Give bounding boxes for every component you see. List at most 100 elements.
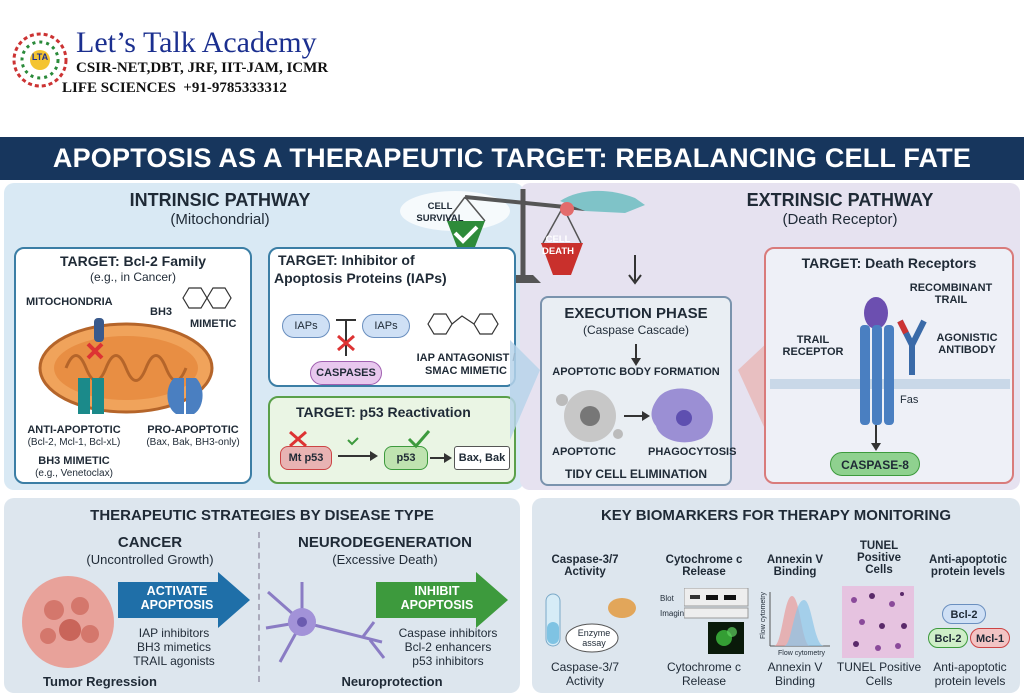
inhibition-icon xyxy=(336,319,356,356)
cancer-item: IAP inhibitors xyxy=(138,626,210,640)
cell-death-label: CELL DEATH xyxy=(541,234,575,257)
bcl2-pill: Bcl-2 xyxy=(942,604,986,624)
bax-bak-box: Bax, Bak xyxy=(454,446,510,470)
biomarker-head: TUNEL Positive Cells xyxy=(856,540,902,576)
divider xyxy=(258,532,260,682)
cancer-subtitle: (Uncontrolled Growth) xyxy=(86,552,214,567)
receptor-icon xyxy=(770,297,1010,451)
biomarker-head: Anti-apoptotic protein levels xyxy=(929,554,1007,578)
intrinsic-subtitle: (Mitochondrial) xyxy=(170,211,270,228)
biomarkers-title: KEY BIOMARKERS FOR THERAPY MONITORING xyxy=(600,507,952,524)
p53-title: TARGET: p53 Reactivation xyxy=(296,404,471,420)
bh3-mimetic-example: (e.g., Venetoclax) xyxy=(35,468,113,479)
caspases-pill: CASPASES xyxy=(310,361,382,385)
biomarker-foot: Anti-apoptotic protein levels xyxy=(933,660,1007,688)
inhibit-arrow-icon xyxy=(376,572,508,628)
neuro-title: NEURODEGENERATION xyxy=(298,534,472,551)
page-title: APOPTOSIS AS A THERAPEUTIC TARGET: REBAL… xyxy=(0,137,1024,180)
bh3-label: BH3 xyxy=(150,306,173,318)
biomarker-head: Caspase-3/7 Activity xyxy=(551,554,619,578)
biomarker-foot: Caspase-3/7 Activity xyxy=(550,660,620,688)
intrinsic-title: INTRINSIC PATHWAY xyxy=(129,190,311,210)
neuro-item: Caspase inhibitors xyxy=(398,626,498,640)
biomarker-head: Annexin V Binding xyxy=(766,554,824,578)
neuro-item: p53 inhibitors xyxy=(412,654,484,668)
anti-apoptotic-label: ANTI-APOPTOTIC xyxy=(27,424,121,436)
brand-line2: LIFE SCIENCES +91-9785333312 xyxy=(62,80,287,96)
agonistic-antibody-label: AGONISTIC ANTIBODY xyxy=(936,332,998,356)
blot-label: Blot xyxy=(660,594,674,603)
arrow-icon xyxy=(430,453,452,463)
cancer-item: TRAIL agonists xyxy=(133,654,215,668)
brand-name: Let’s Talk Academy xyxy=(76,26,317,59)
pathway-arrow-icon xyxy=(510,340,540,440)
trail-receptor-label: TRAIL RECEPTOR xyxy=(782,334,844,358)
execution-title: EXECUTION PHASE xyxy=(564,305,708,322)
logo-text: LTA xyxy=(31,52,49,62)
mimetic-label: MIMETIC xyxy=(190,318,237,330)
fas-label: Fas xyxy=(900,394,919,406)
apoptotic-label: APOPTOTIC xyxy=(552,446,616,458)
neuro-item: Bcl-2 enhancers xyxy=(404,640,492,654)
activate-label: ACTIVATE APOPTOSIS xyxy=(140,584,214,612)
biomarker-foot: TUNEL Positive Cells xyxy=(836,660,922,688)
execution-phase-box xyxy=(540,296,732,486)
anti-apoptotic-examples: (Bcl-2, Mcl-1, Bcl-xL) xyxy=(27,437,121,448)
mitochondria-label: MITOCHONDRIA xyxy=(26,296,113,308)
test-tube-icon xyxy=(545,593,636,653)
mitochondria-icon xyxy=(38,318,214,414)
biomarker-head: Cytochrome c Release xyxy=(665,554,743,578)
logo: LTA xyxy=(8,28,72,92)
phagocytosis-label: PHAGOCYTOSIS xyxy=(648,446,737,458)
tumor-icon xyxy=(22,576,114,668)
execution-subtitle: (Caspase Cascade) xyxy=(582,323,690,337)
extrinsic-heading: EXTRINSIC PATHWAY (Death Receptor) xyxy=(680,190,1000,228)
imaging-label: Imaging xyxy=(660,609,689,618)
bcl2-pill: Bcl-2 xyxy=(928,628,968,648)
pro-apoptotic-label: PRO-APOPTOTIC xyxy=(147,424,239,436)
biomarker-foot: Cytochrome c Release xyxy=(666,660,742,688)
iap-antagonist-line1: IAP ANTAGONIST / xyxy=(416,352,516,364)
apoptotic-body-label: APOPTOTIC BODY FORMATION xyxy=(552,366,720,378)
iaps-pill-a: IAPs xyxy=(282,314,330,338)
iap-title-line2: Apoptosis Proteins (IAPs) xyxy=(274,270,447,286)
bcl2-title: TARGET: Bcl-2 Family xyxy=(60,253,206,269)
enzyme-assay-label: Enzyme assay xyxy=(577,628,611,648)
pro-apoptotic-examples: (Bax, Bak, BH3-only) xyxy=(146,437,240,448)
recombinant-trail-label: RECOMBINANT TRAIL xyxy=(909,282,993,306)
strategies-title: THERAPEUTIC STRATEGIES BY DISEASE TYPE xyxy=(90,507,434,524)
molecule-icon xyxy=(182,287,232,309)
flow-x-label: Flow cytometry xyxy=(778,650,826,657)
tidy-elimination-label: TIDY CELL ELIMINATION xyxy=(564,467,707,481)
balance-scale-icon xyxy=(400,189,645,285)
intrinsic-heading: INTRINSIC PATHWAY (Mitochondrial) xyxy=(60,190,380,228)
inhibit-label: INHIBIT APOPTOSIS xyxy=(400,584,474,612)
mutant-p53-pill: Mt p53 xyxy=(280,446,332,470)
caspase8-pill: CASPASE-8 xyxy=(830,452,920,476)
neuro-outcome: Neuroprotection xyxy=(341,674,443,689)
cancer-item: BH3 mimetics xyxy=(136,640,211,654)
brand-line1: CSIR-NET,DBT, JRF, IIT-JAM, ICMR xyxy=(76,60,329,76)
flow-y-label: Flow cytometry xyxy=(760,591,768,640)
western-blot-icon xyxy=(684,588,749,654)
death-receptor-title: TARGET: Death Receptors xyxy=(801,255,977,271)
biomarker-foot: Annexin V Binding xyxy=(767,660,823,688)
iaps-pill-b: IAPs xyxy=(362,314,410,338)
flow-cytometry-icon xyxy=(769,592,830,647)
extrinsic-subtitle: (Death Receptor) xyxy=(782,211,898,228)
extrinsic-title: EXTRINSIC PATHWAY xyxy=(746,190,934,210)
cell-survival-label: CELL SURVIVAL xyxy=(416,201,464,224)
cancer-title: CANCER xyxy=(117,534,183,551)
x-mark-icon xyxy=(289,430,307,448)
arrow-icon xyxy=(338,437,378,461)
iap-title-line1: TARGET: Inhibitor of xyxy=(278,252,415,268)
smac-molecule-icon xyxy=(427,313,499,335)
tunel-tissue-icon xyxy=(842,586,914,658)
cancer-outcome: Tumor Regression xyxy=(43,674,157,689)
biomarkers-panel xyxy=(532,498,1020,693)
p53-pill: p53 xyxy=(384,446,428,470)
pathway-arrow-icon xyxy=(738,340,770,440)
neuron-icon xyxy=(265,582,386,663)
bcl2-subtitle: (e.g., in Cancer) xyxy=(89,270,177,284)
apoptosis-cells-icon xyxy=(556,344,713,443)
